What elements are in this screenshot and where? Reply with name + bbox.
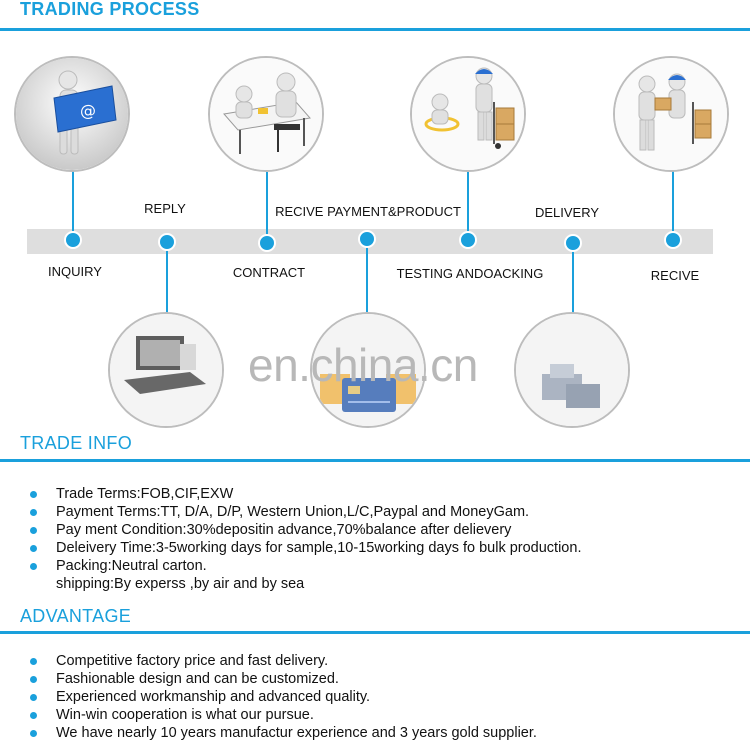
courier-parcel-icon	[615, 58, 727, 170]
inquiry-image: @	[14, 56, 130, 172]
bullet-icon	[30, 545, 37, 552]
laptop-icon	[110, 314, 222, 426]
step-dot-payment	[358, 230, 376, 248]
step-dot-testing	[459, 231, 477, 249]
parcels-icon	[516, 314, 628, 426]
list-item: Pay ment Condition:30%depositin advance,…	[30, 521, 581, 539]
section-divider	[0, 631, 750, 634]
man-email-icon: @	[16, 58, 128, 170]
bullet-icon	[30, 694, 37, 701]
section-divider	[0, 28, 750, 31]
bullet-icon	[30, 563, 37, 570]
list-item: Win-win cooperation is what our pursue.	[30, 706, 537, 724]
bullet-icon	[30, 730, 37, 737]
bullet-icon	[30, 676, 37, 683]
list-item: Trade Terms:FOB,CIF,EXW	[30, 485, 581, 503]
list-item: Payment Terms:TT, D/A, D/P, Western Unio…	[30, 503, 581, 521]
recive-image	[613, 56, 729, 172]
connector-line	[467, 172, 469, 240]
bullet-icon	[30, 491, 37, 498]
watermark-text: en.china.cn	[248, 339, 478, 391]
list-item: shipping:By experss ,by air and by sea	[56, 576, 305, 592]
step-dot-reply	[158, 233, 176, 251]
trade-info-list: Trade Terms:FOB,CIF,EXW Payment Terms:TT…	[30, 485, 581, 593]
step-dot-contract	[258, 234, 276, 252]
workers-boxes-icon	[412, 58, 524, 170]
connector-line	[166, 242, 168, 314]
step-label-recive: RECIVE	[650, 268, 700, 283]
step-dot-delivery	[564, 234, 582, 252]
step-label-reply: REPLY	[144, 201, 186, 216]
list-item: Deleivery Time:3-5working days for sampl…	[30, 539, 581, 557]
delivery-image	[514, 312, 630, 428]
section-title-advantage: ADVANTAGE	[20, 606, 132, 626]
connector-line	[672, 170, 674, 240]
bullet-icon	[30, 658, 37, 665]
step-dot-inquiry	[64, 231, 82, 249]
list-item: Packing:Neutral carton.	[30, 557, 581, 575]
step-label-payment: RECIVE PAYMENT&PRODUCT	[275, 204, 461, 219]
testing-image	[410, 56, 526, 172]
list-item: We have nearly 10 years manufactur exper…	[30, 724, 537, 742]
connector-line	[366, 238, 368, 312]
svg-text:@: @	[80, 101, 96, 120]
payment-image	[310, 312, 426, 428]
bullet-icon	[30, 527, 37, 534]
bank-card-icon	[312, 314, 424, 426]
list-item: Competitive factory price and fast deliv…	[30, 652, 537, 670]
connector-line	[72, 170, 74, 240]
list-item: Fashionable design and can be customized…	[30, 670, 537, 688]
advantage-list: Competitive factory price and fast deliv…	[30, 652, 537, 742]
list-item: Experienced workmanship and advanced qua…	[30, 688, 537, 706]
step-label-delivery: DELIVERY	[534, 205, 600, 220]
step-label-contract: CONTRACT	[232, 265, 306, 280]
connector-line	[572, 242, 574, 314]
bullet-icon	[30, 509, 37, 516]
section-divider	[0, 459, 750, 462]
reply-image	[108, 312, 224, 428]
negotiation-table-icon	[210, 58, 322, 170]
step-dot-recive	[664, 231, 682, 249]
contract-image	[208, 56, 324, 172]
connector-line	[266, 172, 268, 242]
step-label-testing: TESTING ANDOACKING	[396, 266, 544, 281]
section-title-trading-process: TRADING PROCESS	[20, 0, 200, 19]
step-label-inquiry: INQUIRY	[48, 264, 102, 279]
bullet-icon	[30, 712, 37, 719]
section-title-trade-info: TRADE INFO	[20, 433, 133, 453]
